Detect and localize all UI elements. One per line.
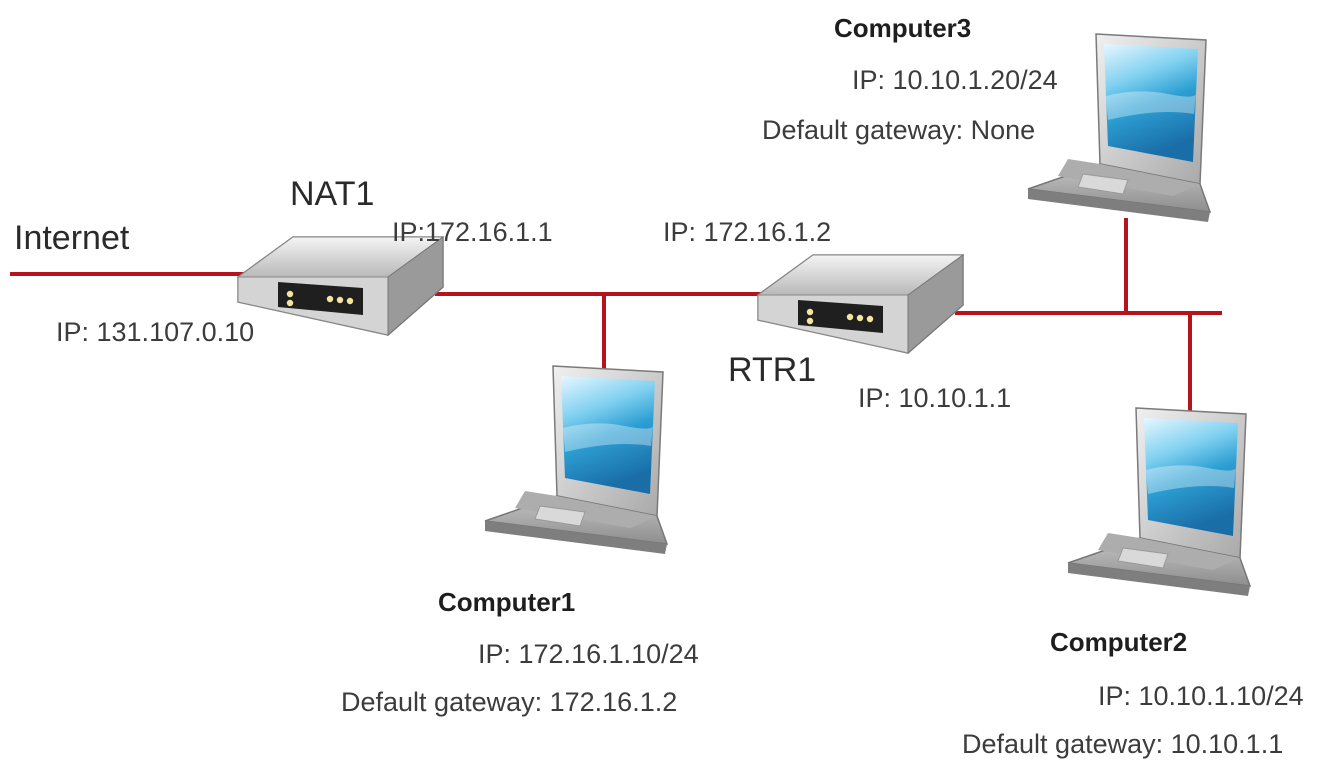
computer1-name-label: Computer1 (438, 587, 576, 617)
rtr1-ip-left-label: IP: 172.16.1.2 (663, 217, 832, 247)
computer2-ip-label: IP: 10.10.1.10/24 (1098, 681, 1304, 711)
router-icon (237, 236, 444, 336)
nat1-name-label: NAT1 (290, 175, 375, 213)
router-icon (757, 254, 964, 354)
computer2-name-label: Computer2 (1050, 627, 1188, 657)
computer1-gateway-label: Default gateway: 172.16.1.2 (341, 687, 678, 717)
nat1-ip-label: IP:172.16.1.1 (392, 217, 553, 247)
laptop-icon (484, 365, 668, 555)
laptop-icon (1067, 407, 1251, 597)
computer3-gateway-label: Default gateway: None (762, 115, 1036, 145)
rtr1-name-label: RTR1 (728, 351, 817, 389)
computer1-ip-label: IP: 172.16.1.10/24 (478, 639, 699, 669)
internet-label: Internet (14, 219, 130, 257)
network-links (10, 218, 1222, 418)
computer3-name-label: Computer3 (834, 13, 972, 43)
internet-ip-label: IP: 131.107.0.10 (56, 317, 255, 347)
computer3-ip-label: IP: 10.10.1.20/24 (852, 65, 1058, 95)
computer2-gateway-label: Default gateway: 10.10.1.1 (962, 729, 1284, 759)
laptop-icon (1027, 33, 1211, 223)
rtr1-ip-right-label: IP: 10.10.1.1 (858, 383, 1012, 413)
